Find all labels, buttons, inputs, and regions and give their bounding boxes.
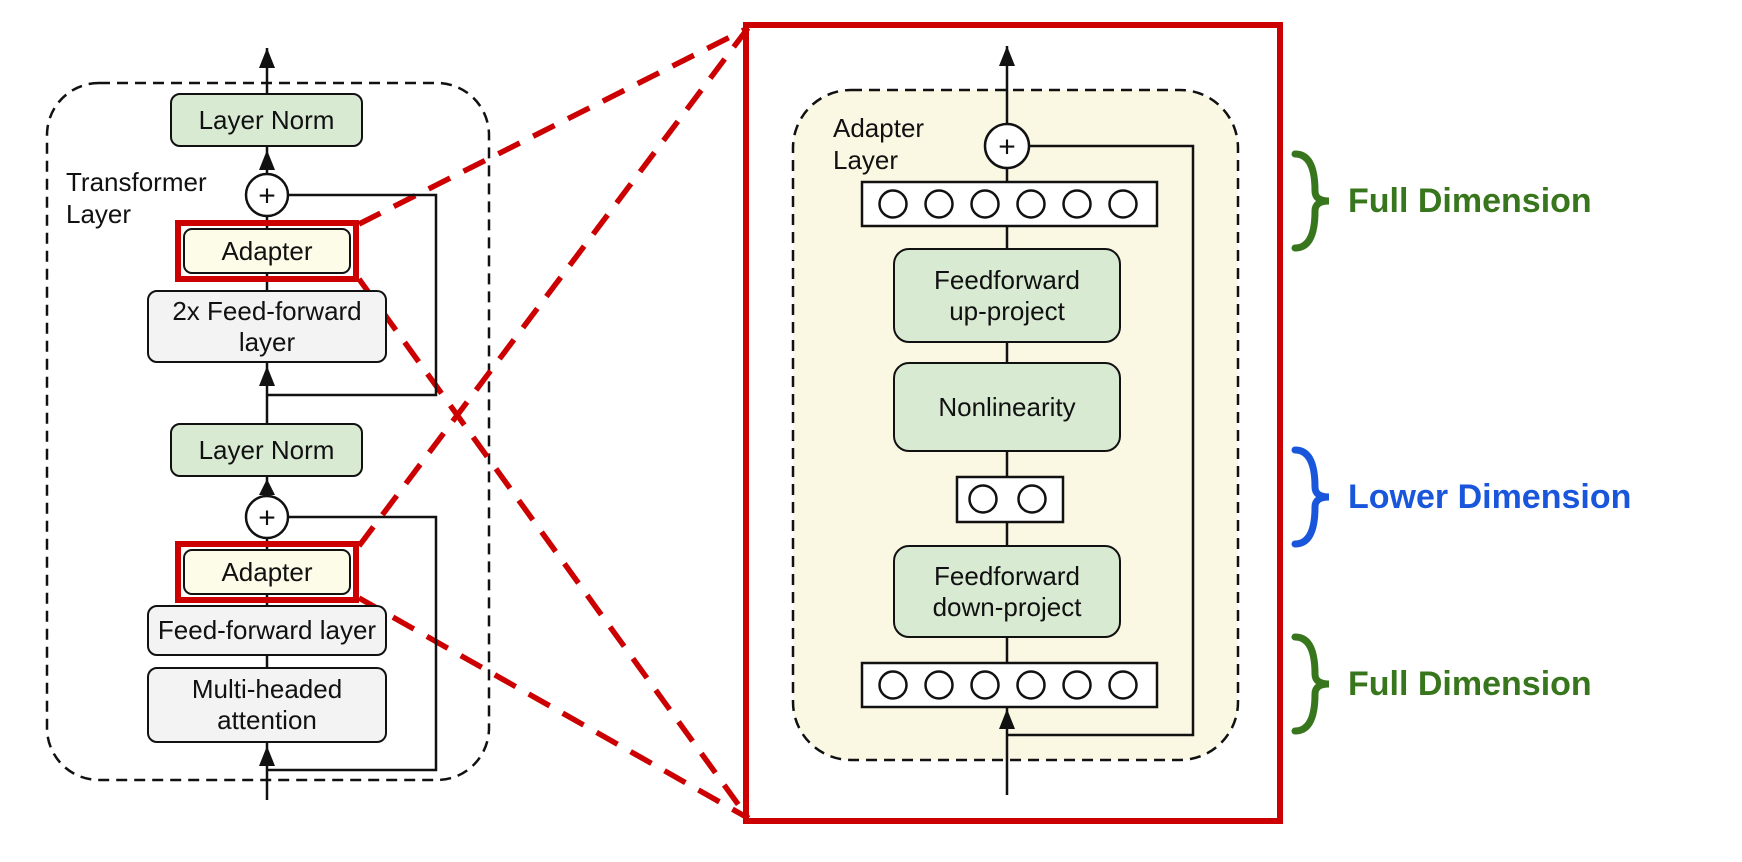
- feedforward-down-project-box: Feedforward down-project: [893, 545, 1121, 638]
- feed-forward-box: Feed-forward layer: [147, 605, 387, 656]
- unit-circle: [1016, 189, 1046, 219]
- feedforward-up-project-label-line2: up-project: [949, 295, 1065, 326]
- add-node: [244, 172, 290, 218]
- full-dimension-text: Full Dimension: [1348, 665, 1592, 703]
- unit-circle: [1108, 670, 1138, 700]
- unit-circle: [878, 189, 908, 219]
- nonlinearity-box: Nonlinearity: [893, 362, 1121, 452]
- zoom-highlight-rect: [743, 22, 1283, 824]
- unit-circle: [1017, 484, 1047, 514]
- arrow-up-icon: [259, 150, 275, 170]
- adapter-box-bottom-highlight: Adapter: [175, 541, 359, 603]
- arrow-up-icon: [259, 479, 275, 495]
- transformer-layer-label-line2: Layer: [66, 199, 132, 229]
- brace-lower-dimension: [1291, 446, 1330, 548]
- lower-dimension-label: Lower Dimension: [1348, 477, 1631, 517]
- add-node: [983, 122, 1031, 170]
- arrow-up-icon: [259, 746, 275, 766]
- nonlinearity-label: Nonlinearity: [938, 391, 1076, 422]
- plus-icon: +: [998, 131, 1016, 164]
- layer-norm-box-bottom: Layer Norm: [170, 423, 363, 477]
- left-skip-connection-top: [267, 193, 438, 397]
- brace-full-dimension-bottom: [1291, 633, 1330, 735]
- feedforward-up-project-label-line1: Feedforward: [934, 264, 1080, 295]
- arrow-up-icon: [259, 48, 275, 68]
- arrowheads: [259, 46, 1015, 766]
- transformer-layer-label: Transformer Layer: [66, 166, 207, 230]
- unit-circle: [924, 670, 954, 700]
- adapter-layer-label-line1: Adapter: [833, 113, 925, 143]
- unit-circle: [970, 189, 1000, 219]
- multi-headed-attention-label-line1: Multi-headed: [191, 674, 343, 704]
- adapter-box-top: Adapter: [183, 228, 351, 274]
- brace-full-dimension-top: [1291, 150, 1330, 252]
- layer-norm-label: Layer Norm: [198, 434, 335, 465]
- adapter-skip-connection: [1007, 144, 1195, 737]
- full-dimension-text: Full Dimension: [1348, 182, 1592, 220]
- feed-forward-2x-label-line1: 2x Feed-forward: [172, 295, 362, 326]
- full-dimension-row-bottom: [860, 661, 1159, 709]
- feedforward-up-project-box: Feedforward up-project: [893, 248, 1121, 343]
- zoom-connector-line: [357, 25, 750, 227]
- full-dimension-label-top: Full Dimension: [1348, 181, 1592, 221]
- unit-circle: [1016, 670, 1046, 700]
- adapter-label: Adapter: [221, 235, 313, 266]
- feedforward-down-project-label-line2: down-project: [932, 591, 1082, 622]
- zoom-connector-lines: [356, 25, 751, 821]
- unit-circle: [1062, 670, 1092, 700]
- multi-headed-attention-label-line2: attention: [217, 705, 317, 735]
- layer-norm-box-top: Layer Norm: [170, 93, 363, 147]
- arrow-up-icon: [259, 366, 275, 386]
- plus-icon: +: [258, 180, 276, 213]
- unit-circle: [878, 670, 908, 700]
- zoom-connector-line: [356, 277, 751, 820]
- unit-circle: [970, 670, 1000, 700]
- lower-dimension-text: Lower Dimension: [1348, 478, 1632, 516]
- plus-icon: +: [258, 502, 276, 535]
- feedforward-down-project-label-line1: Feedforward: [934, 560, 1080, 591]
- zoom-connector-line: [356, 26, 751, 548]
- adapter-box-bottom: Adapter: [183, 549, 351, 595]
- feed-forward-label: Feed-forward layer: [157, 615, 377, 645]
- feed-forward-2x-box: 2x Feed-forward layer: [147, 290, 387, 363]
- arrow-up-icon: [999, 709, 1015, 729]
- adapter-box-top-highlight: Adapter: [175, 220, 359, 282]
- transformer-layer-label-line1: Transformer: [66, 167, 207, 197]
- adapter-label: Adapter: [221, 556, 313, 587]
- left-skip-connection-bottom: [267, 515, 438, 772]
- feed-forward-2x-label-line2: layer: [238, 326, 296, 357]
- layer-norm-label: Layer Norm: [198, 104, 335, 135]
- lower-dimension-units: [968, 484, 1047, 514]
- zoom-connector-line: [357, 595, 750, 821]
- full-dimension-units-top: [878, 189, 1138, 219]
- multi-headed-attention-box: Multi-headed attention: [147, 667, 387, 743]
- adapter-layer-label-line2: Layer: [833, 145, 899, 175]
- full-dimension-units-bottom: [878, 670, 1138, 700]
- full-dimension-row-top: [860, 180, 1159, 228]
- unit-circle: [1062, 189, 1092, 219]
- adapter-layer-label: Adapter Layer: [833, 112, 924, 176]
- unit-circle: [924, 189, 954, 219]
- arrow-up-icon: [999, 46, 1015, 66]
- unit-circle: [1108, 189, 1138, 219]
- unit-circle: [968, 484, 998, 514]
- full-dimension-label-bottom: Full Dimension: [1348, 664, 1592, 704]
- add-node: [244, 494, 290, 540]
